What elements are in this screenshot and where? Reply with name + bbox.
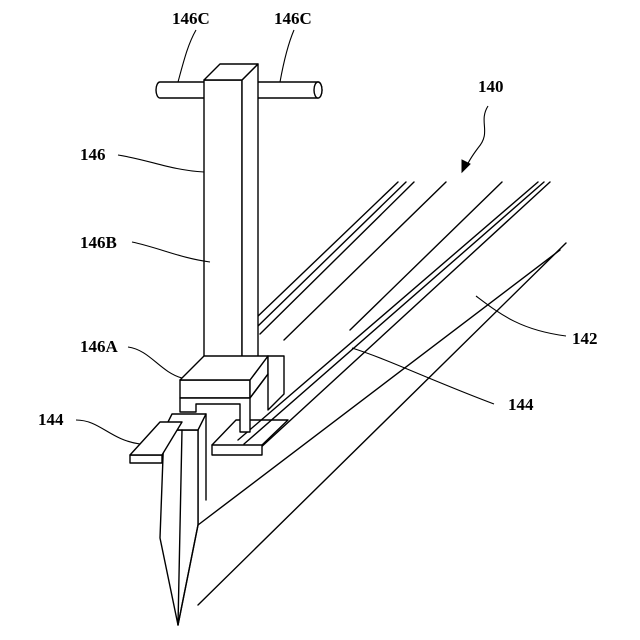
label-144-left: 144 (38, 410, 64, 429)
vertical-post (204, 64, 258, 380)
label-140: 140 (478, 77, 504, 96)
rail-channel (238, 182, 550, 450)
arrow-140 (462, 106, 488, 172)
label-146b: 146B (80, 233, 117, 252)
label-146a: 146A (80, 337, 119, 356)
label-142: 142 (572, 329, 598, 348)
reference-labels: 146C 146C 140 146 146B 142 146A 144 144 (38, 9, 598, 429)
label-146: 146 (80, 145, 106, 164)
label-146c-left: 146C (172, 9, 210, 28)
label-144-right: 144 (508, 395, 534, 414)
label-146c-right: 146C (274, 9, 312, 28)
